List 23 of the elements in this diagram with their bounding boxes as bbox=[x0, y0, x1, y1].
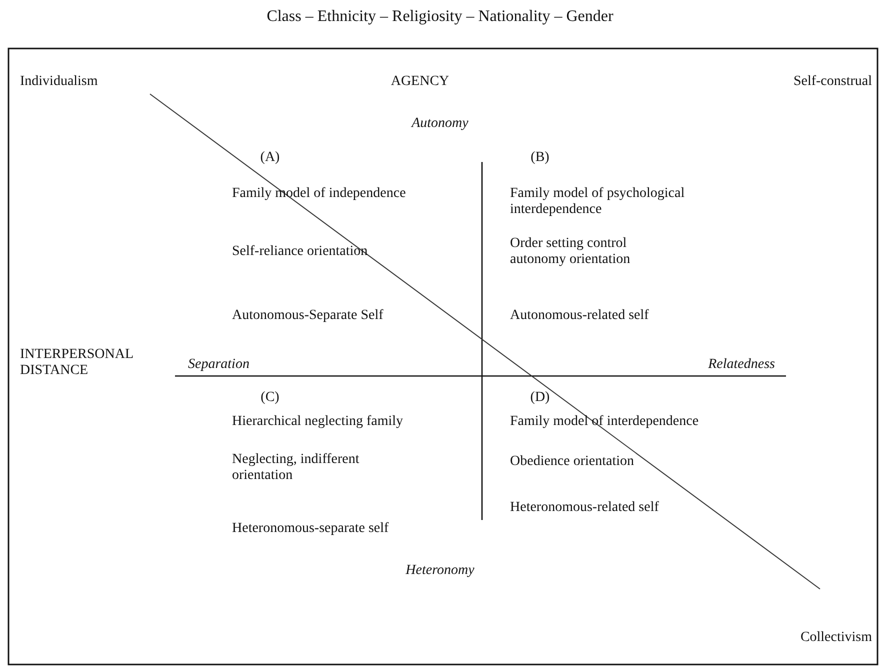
quadrant-text: Autonomous-related self bbox=[510, 308, 650, 324]
quadrant-letter: (B) bbox=[530, 150, 550, 166]
quadrant-text: Obedience orientation bbox=[510, 454, 636, 470]
quadrant-letter: (C) bbox=[260, 390, 280, 406]
quadrant-letter: (D) bbox=[529, 390, 551, 406]
dimension-label: Self-construal bbox=[792, 74, 872, 90]
quadrant-text: Hierarchical neglecting family bbox=[232, 414, 404, 430]
pole-label: Individualism bbox=[20, 74, 99, 90]
pole-label: Separation bbox=[188, 357, 250, 374]
quadrant-letter: (A) bbox=[259, 150, 281, 166]
pole-label: Collectivism bbox=[799, 630, 872, 646]
axis-label: INTERPERSONAL DISTANCE bbox=[20, 347, 134, 380]
quadrant-text: Neglecting, indifferent orientation bbox=[232, 452, 360, 484]
pole-label: Relatedness bbox=[707, 357, 775, 374]
quadrant-text: Heteronomous-separate self bbox=[232, 521, 390, 538]
quadrant-text: Family model of psychological interdependence bbox=[510, 186, 686, 218]
pole-label: Heteronomy bbox=[404, 563, 476, 580]
pole-label: Autonomy bbox=[410, 116, 470, 132]
quadrant-text: Autonomous-Separate Self bbox=[232, 308, 384, 324]
axis-label: AGENCY bbox=[390, 74, 450, 90]
title: Class – Ethnicity – Religiosity – Nationality – Gender bbox=[266, 8, 614, 26]
quadrant-text: Order setting control autonomy orientation bbox=[510, 236, 632, 268]
quadrant-text: Heteronomous-related self bbox=[510, 500, 660, 516]
